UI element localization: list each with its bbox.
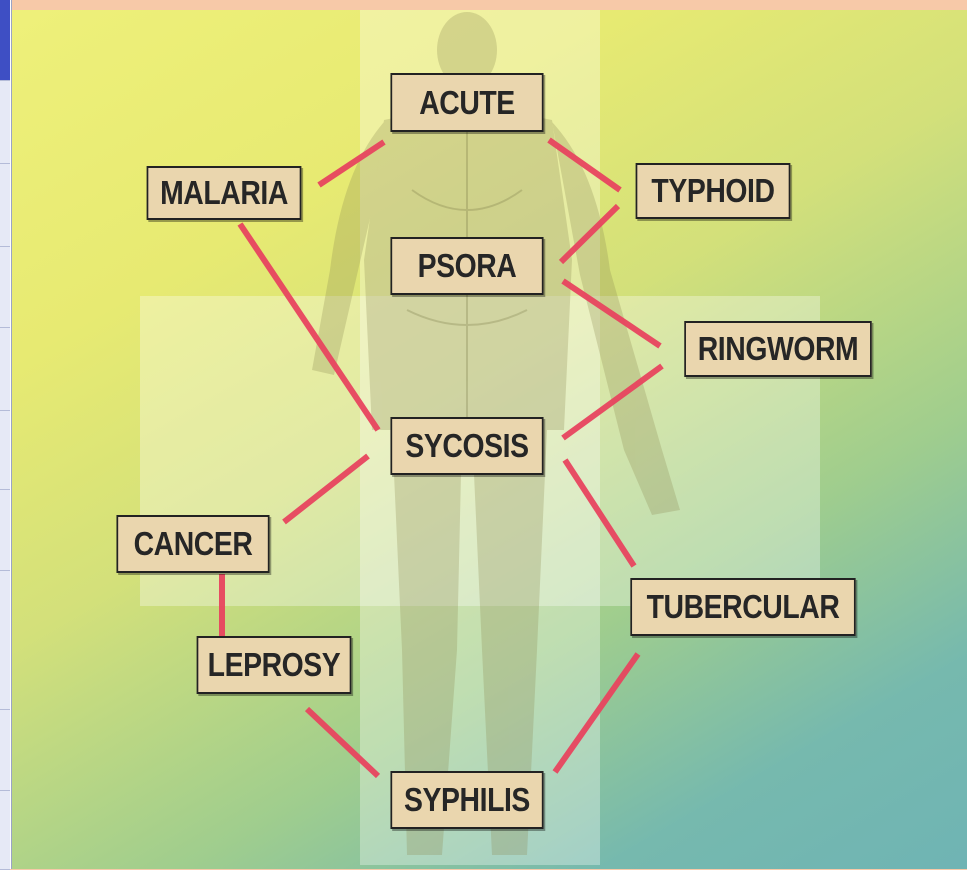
link-psora-ringworm [563, 281, 660, 346]
slide-thumbnail-strip[interactable] [0, 0, 12, 869]
link-malaria-acute [319, 142, 384, 185]
slide-thumbnail[interactable] [0, 164, 10, 247]
slide-canvas: ACUTE MALARIA TYPHOID PSORA RINGWORM SYC… [12, 10, 967, 869]
node-leprosy: LEPROSY [197, 636, 352, 694]
link-sycosis-tubercular [565, 460, 634, 566]
slide-thumbnail[interactable] [0, 0, 10, 81]
slide-thumbnail[interactable] [0, 411, 10, 490]
link-malaria-sycosis [240, 224, 378, 430]
slide-thumbnail[interactable] [0, 328, 10, 411]
link-typhoid-psora [561, 206, 618, 262]
slide-thumbnail[interactable] [0, 81, 10, 164]
link-ringworm-sycosis [563, 366, 662, 438]
link-sycosis-cancer [284, 456, 368, 522]
node-psora: PSORA [390, 237, 543, 295]
node-acute: ACUTE [390, 73, 543, 132]
node-typhoid: TYPHOID [636, 163, 791, 219]
link-leprosy-syphilis [307, 709, 378, 776]
node-malaria: MALARIA [147, 166, 302, 220]
slide-thumbnail[interactable] [0, 571, 10, 710]
node-sycosis: SYCOSIS [390, 417, 543, 475]
slide-thumbnail[interactable] [0, 710, 10, 791]
node-cancer: CANCER [116, 515, 269, 573]
slide-thumbnail[interactable] [0, 490, 10, 571]
slide-thumbnail[interactable] [0, 247, 10, 328]
link-acute-typhoid [549, 140, 620, 190]
link-tubercular-syphilis [555, 654, 638, 772]
node-ringworm: RINGWORM [684, 321, 871, 377]
node-syphilis: SYPHILIS [390, 771, 543, 829]
slide-thumbnail[interactable] [0, 791, 10, 870]
node-tubercular: TUBERCULAR [630, 578, 855, 636]
